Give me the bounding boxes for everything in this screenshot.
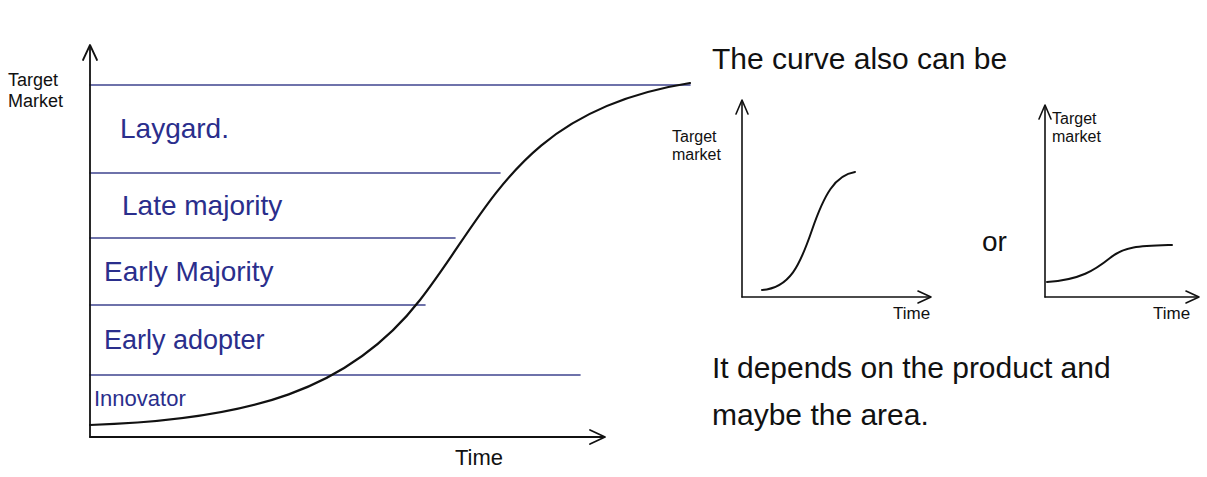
axis-title: Time [1153,304,1203,324]
steep-curve [762,172,855,290]
band-label: Innovator [94,387,186,411]
axis-title: Target market [672,128,738,165]
note-text: It depends on the product and maybe the … [712,345,1182,438]
band-line [90,172,500,174]
adopter-band: Laygard. [92,87,422,172]
axis-arrow [1186,291,1199,303]
y-axis [741,102,743,297]
band-label: Laygard. [120,114,229,145]
axis-arrow [918,291,931,303]
y-axis [89,47,91,437]
y-axis [1044,107,1046,297]
adopter-band: Innovator [92,377,352,421]
axis-arrow [83,45,97,60]
band-label: Early Majority [104,257,274,288]
band-line [90,237,455,239]
axis-title: Target Market [8,70,80,111]
flat-curve [1047,245,1172,282]
band-line [90,304,425,306]
x-axis [1045,296,1198,298]
adopter-band: Late majority [92,175,422,237]
axis-arrow [590,430,605,444]
x-axis [90,436,603,438]
axis-title: Target market [1052,110,1122,147]
band-line [90,84,690,86]
axis-arrow [1039,105,1051,119]
note-text: The curve also can be [712,42,1072,77]
band-label: Late majority [122,191,282,222]
axis-arrow [736,100,748,114]
band-label: Early adopter [104,326,265,356]
s-curve [90,83,690,425]
adopter-band: Early Majority [92,240,412,304]
adopter-band: Early adopter [92,307,392,374]
x-axis [742,296,930,298]
axis-title: Time [455,445,545,470]
axis-title: Time [893,304,953,324]
connector-word: or [982,226,1022,258]
